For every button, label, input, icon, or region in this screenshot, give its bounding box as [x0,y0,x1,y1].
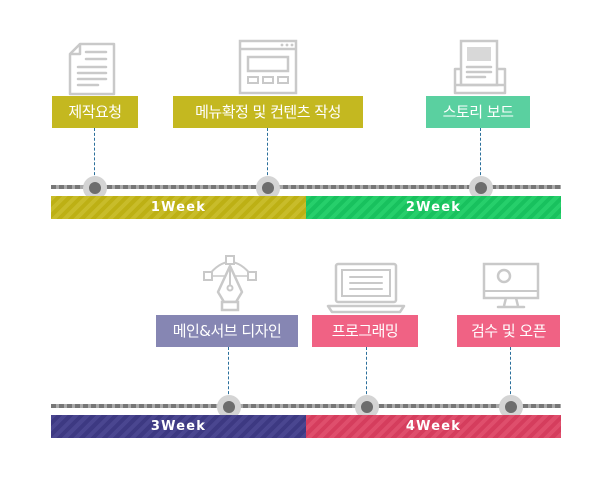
document-icon [68,41,126,97]
step-label-programming: 프로그래밍 [312,315,418,347]
timeline-track [51,185,561,189]
monitor-icon [482,262,540,310]
week-bar-2: 2Week [306,196,561,219]
connector-line [480,128,481,180]
pen-tool-icon [200,254,260,316]
step-label-design: 메인&서브 디자인 [156,315,298,347]
storyboard-icon [451,39,509,95]
week-bar-4: 4Week [306,415,561,438]
step-label-open: 검수 및 오픈 [457,315,560,347]
connector-line [228,347,229,399]
connector-line [94,128,95,180]
connector-line [267,128,268,180]
connector-line [366,347,367,399]
timeline-track [51,404,561,408]
week-bar-1: 1Week [51,196,306,219]
browser-window-icon [238,39,298,95]
step-label-request: 제작요청 [52,96,138,128]
laptop-icon [326,262,406,314]
week-bar-3: 3Week [51,415,306,438]
step-label-menu: 메뉴확정 및 컨텐츠 작성 [173,96,363,128]
step-label-storyboard: 스토리 보드 [426,96,530,128]
connector-line [510,347,511,399]
